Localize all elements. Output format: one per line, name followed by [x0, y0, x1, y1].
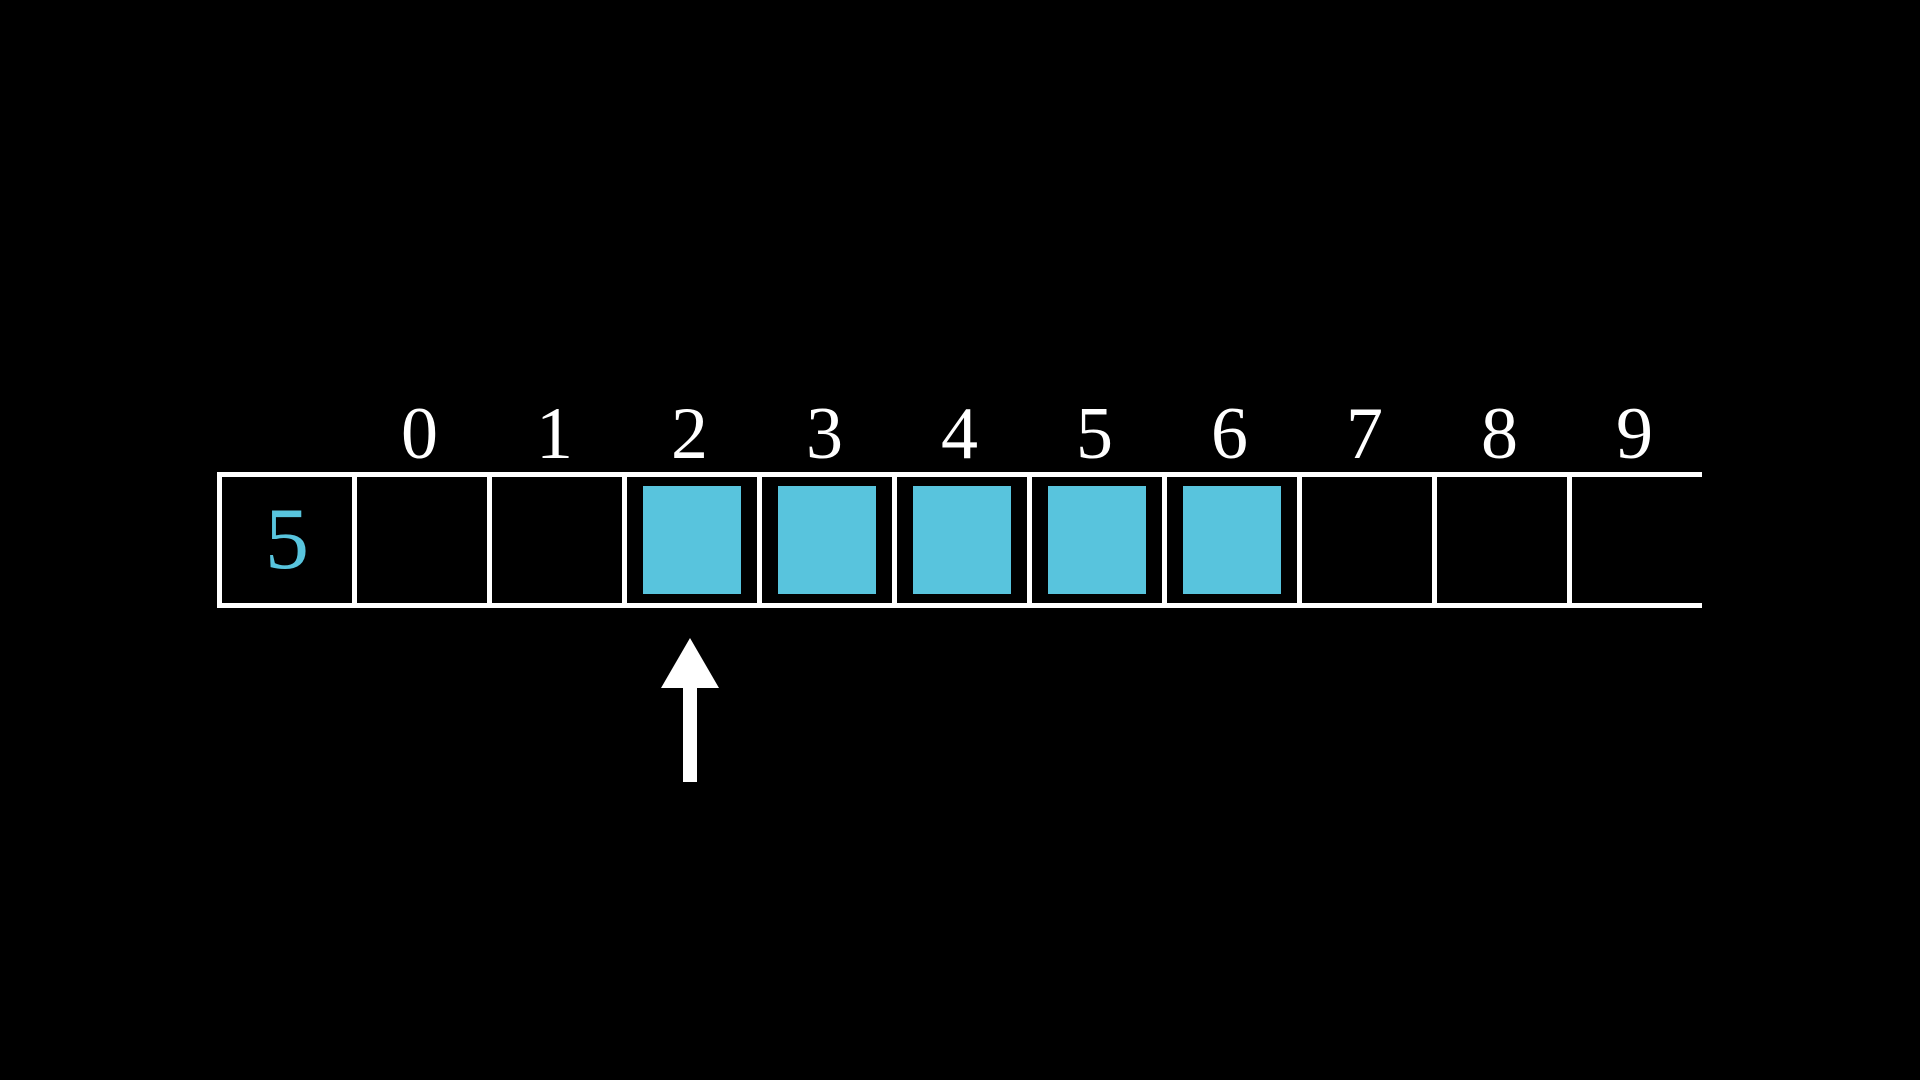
array-cell — [1437, 477, 1572, 603]
cell-value: 5 — [265, 491, 309, 588]
index-label-8: 8 — [1481, 392, 1518, 475]
array-cell: 5 — [222, 477, 357, 603]
index-label-3: 3 — [806, 392, 843, 475]
array-cell — [357, 477, 492, 603]
array-grid: 5 — [217, 472, 1707, 608]
index-label-6: 6 — [1211, 392, 1248, 475]
array-cell — [1167, 477, 1302, 603]
array-cell — [1572, 477, 1707, 603]
index-label-5: 5 — [1076, 392, 1113, 475]
index-label-9: 9 — [1616, 392, 1653, 475]
array-cell — [1302, 477, 1437, 603]
cell-highlight-fill — [1183, 486, 1281, 594]
cell-highlight-fill — [643, 486, 741, 594]
cell-highlight-fill — [1048, 486, 1146, 594]
index-label-1: 1 — [536, 392, 573, 475]
array-index-label-row: 0 1 2 3 4 5 6 7 8 9 — [217, 368, 1702, 475]
index-label-4: 4 — [941, 392, 978, 475]
cell-highlight-fill — [778, 486, 876, 594]
array-cell — [897, 477, 1032, 603]
array-cell — [762, 477, 897, 603]
array-cell — [492, 477, 627, 603]
pointer-up-arrow-icon — [653, 636, 727, 782]
index-label-0: 0 — [401, 392, 438, 475]
cell-highlight-fill — [913, 486, 1011, 594]
index-label-2: 2 — [671, 392, 708, 475]
array-cell — [1032, 477, 1167, 603]
index-label-7: 7 — [1346, 392, 1383, 475]
array-cell — [627, 477, 762, 603]
